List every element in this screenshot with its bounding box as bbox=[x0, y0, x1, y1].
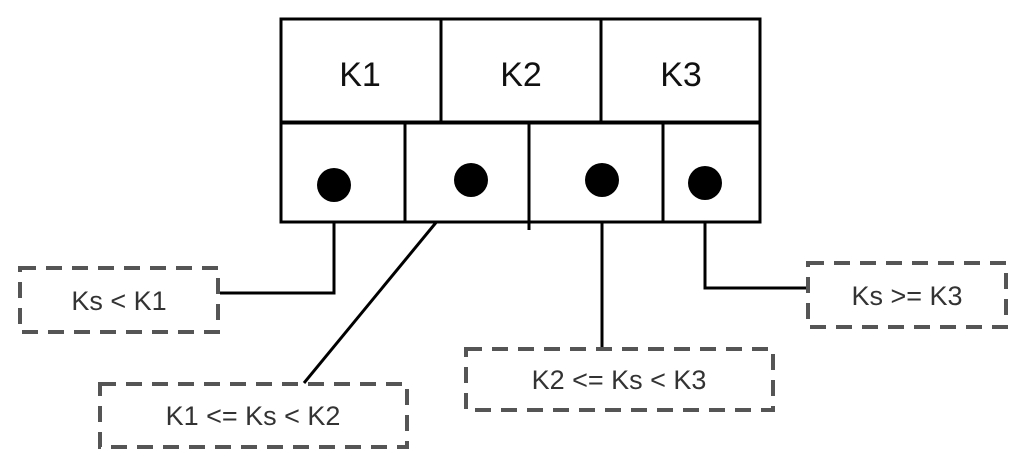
range-label-3: Ks >= K3 bbox=[851, 281, 962, 311]
key-label-3: K3 bbox=[660, 56, 702, 94]
pointer-dot-1 bbox=[454, 163, 488, 197]
pointer-dot-0 bbox=[317, 168, 351, 202]
pointer-row bbox=[279, 121, 762, 230]
range-box-0: Ks < K1 bbox=[18, 266, 220, 334]
range-label-2: K2 <= Ks < K3 bbox=[532, 365, 707, 395]
key-label-1: K1 bbox=[339, 56, 381, 94]
key-cell-3 bbox=[599, 17, 762, 124]
key-cell-1 bbox=[279, 17, 443, 124]
range-box-0-border bbox=[18, 266, 220, 334]
key-row: K1 K2 K3 bbox=[279, 17, 762, 124]
range-label-0: Ks < K1 bbox=[71, 286, 166, 316]
key-label-2: K2 bbox=[500, 56, 542, 94]
range-label-1: K1 <= Ks < K2 bbox=[166, 401, 341, 431]
pointer-dot-2 bbox=[585, 163, 619, 197]
range-box-1: K1 <= Ks < K2 bbox=[98, 382, 409, 449]
range-box-3: Ks >= K3 bbox=[806, 261, 1008, 329]
range-box-3-border bbox=[806, 261, 1008, 329]
pointer-dot-3 bbox=[688, 166, 722, 200]
range-box-1-border bbox=[98, 382, 409, 449]
range-box-2: K2 <= Ks < K3 bbox=[464, 347, 775, 412]
range-box-2-border bbox=[464, 347, 775, 412]
